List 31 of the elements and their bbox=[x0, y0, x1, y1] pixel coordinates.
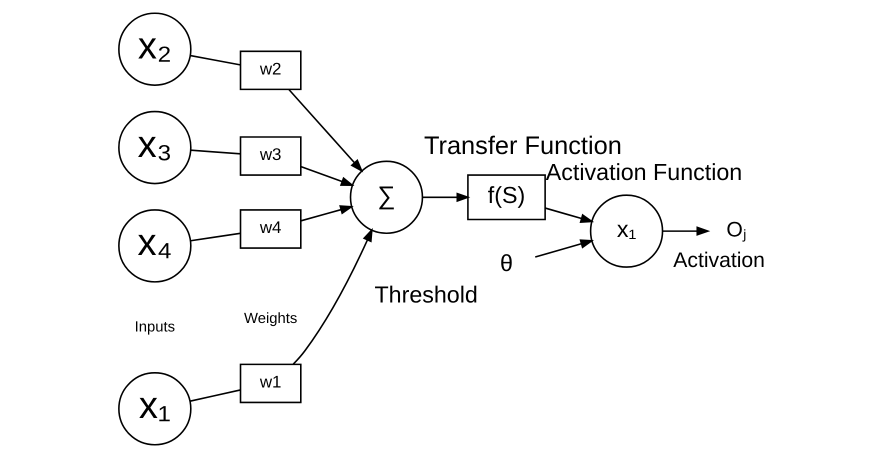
node-circle: x₂ bbox=[118, 12, 192, 86]
node-box: w1 bbox=[239, 363, 302, 403]
node-box: w2 bbox=[239, 50, 302, 90]
arrow bbox=[662, 226, 710, 236]
node-box: w4 bbox=[239, 208, 302, 248]
arrow bbox=[292, 227, 372, 364]
node-label: Activation bbox=[672, 248, 764, 272]
node-circle: ∑ bbox=[349, 160, 423, 234]
node-text: Oⱼ bbox=[726, 218, 746, 241]
label: Weights bbox=[244, 310, 297, 326]
node-circle: x₁ bbox=[118, 372, 192, 446]
node-label: Transfer Function bbox=[423, 132, 622, 160]
connector bbox=[190, 232, 240, 242]
node-label: Threshold bbox=[374, 281, 478, 308]
connector bbox=[190, 148, 240, 154]
arrow bbox=[300, 204, 354, 222]
node-box: w3 bbox=[239, 136, 302, 176]
node-label: Activation Function bbox=[545, 158, 742, 185]
arrow bbox=[422, 192, 470, 202]
connector bbox=[190, 54, 240, 66]
connector bbox=[189, 388, 240, 402]
label: Inputs bbox=[134, 318, 174, 335]
arrow bbox=[300, 165, 354, 186]
arrow bbox=[534, 238, 594, 258]
node-box: f(S) bbox=[466, 174, 546, 220]
node-circle: x₃ bbox=[118, 110, 192, 184]
arrow bbox=[288, 88, 363, 172]
arrow bbox=[544, 206, 594, 222]
node-text: θ bbox=[500, 249, 512, 276]
node-circle: x₄ bbox=[118, 208, 192, 282]
node-circle: x₁ bbox=[589, 194, 663, 268]
